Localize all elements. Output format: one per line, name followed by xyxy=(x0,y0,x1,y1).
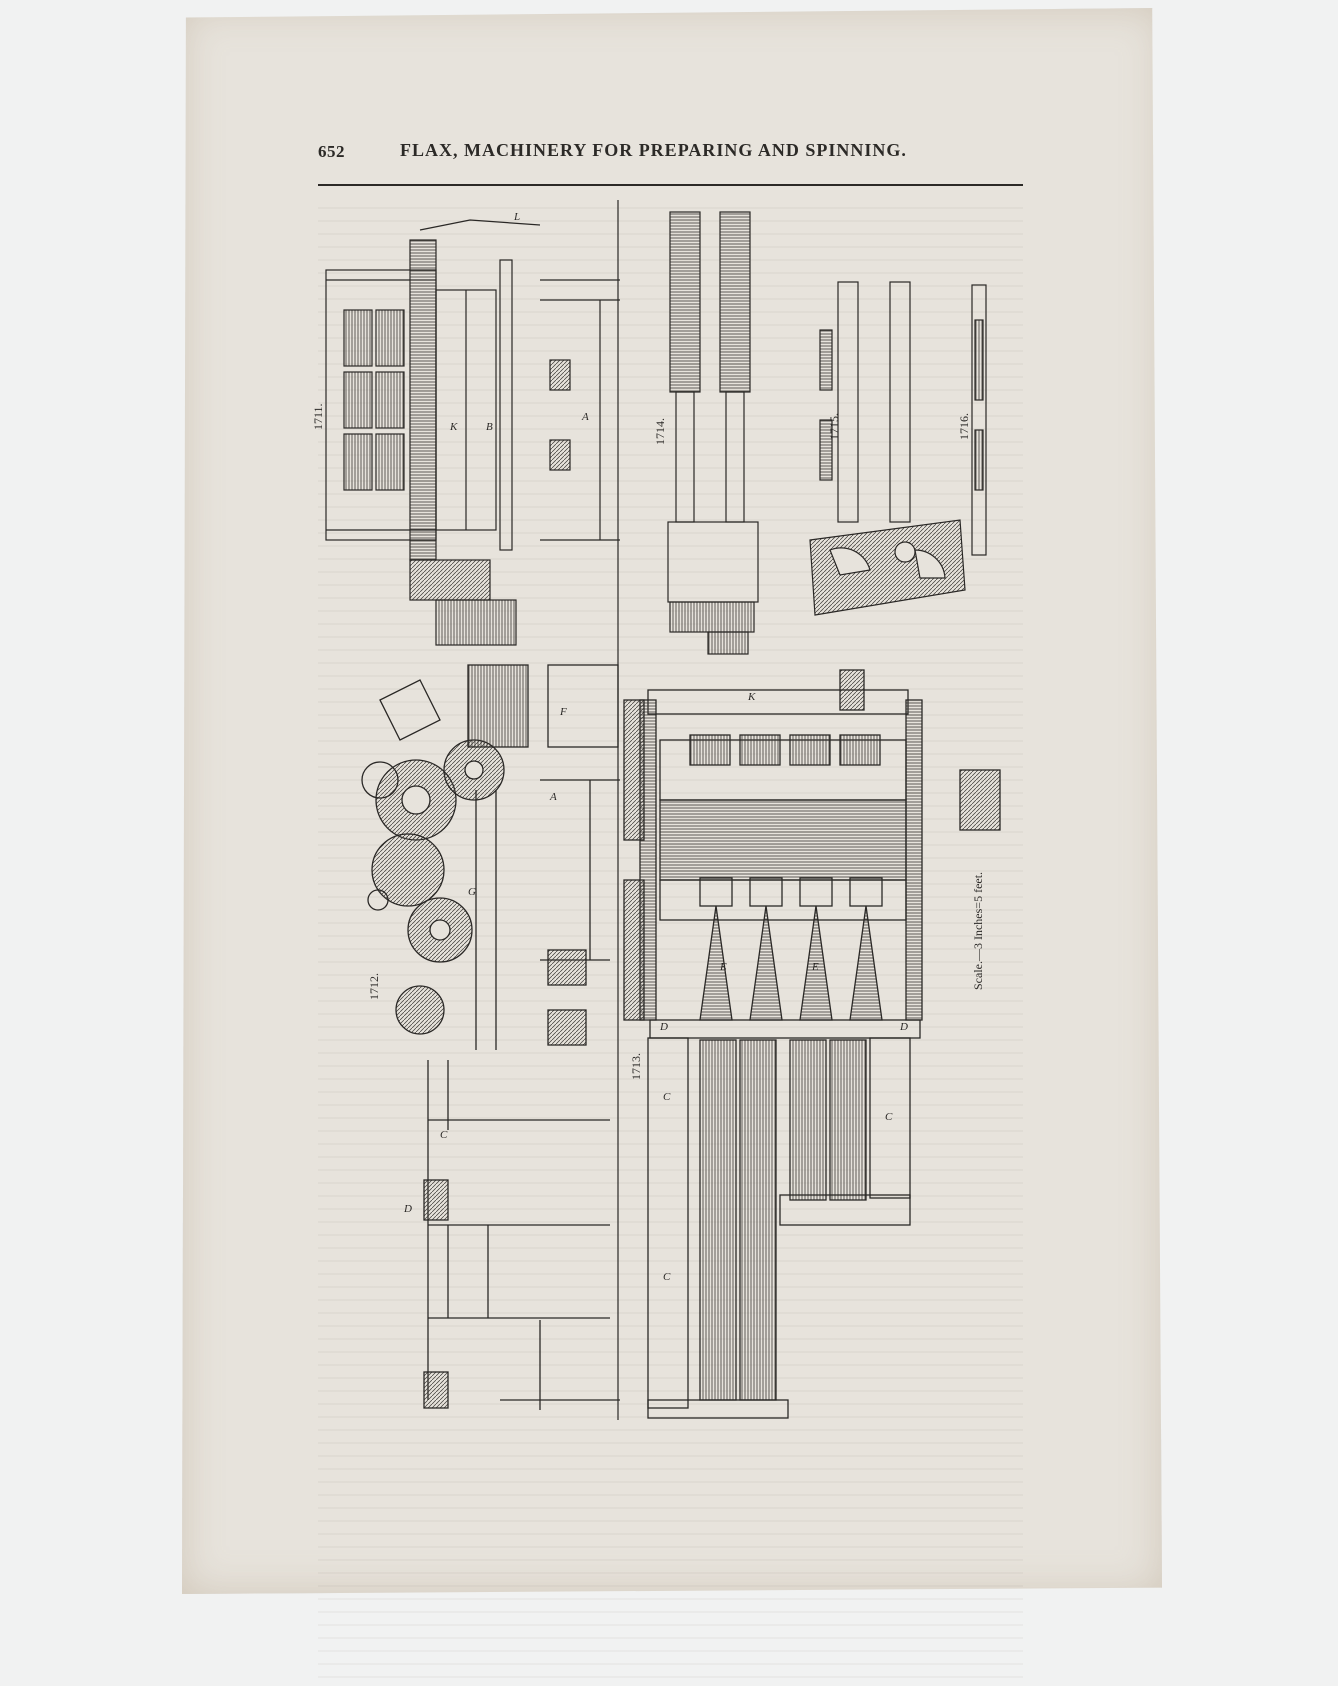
label-A-1711: A xyxy=(581,411,589,423)
label-C-1713-b: C xyxy=(663,1271,671,1283)
figure-1715-label: 1715. xyxy=(827,413,841,440)
figure-1713-label: 1713. xyxy=(629,1053,643,1080)
label-E-1713-a: E xyxy=(719,961,727,973)
figure-1716-label: 1716. xyxy=(957,413,971,440)
label-F-1712: F xyxy=(559,706,567,718)
label-L-1711: L xyxy=(513,211,520,223)
label-K-1713: K xyxy=(747,691,756,703)
figure-1712-label: 1712. xyxy=(367,973,381,1000)
label-K-1711: K xyxy=(449,421,458,433)
label-C-1713-a: C xyxy=(663,1091,671,1103)
running-head-title: FLAX, MACHINERY FOR PREPARING AND SPINNI… xyxy=(400,140,907,160)
label-C-1712: C xyxy=(440,1129,448,1141)
header-rule xyxy=(318,184,1023,186)
figure-1714 xyxy=(667,211,759,655)
page-number: 652 xyxy=(318,142,345,161)
figure-1712 xyxy=(361,664,620,1410)
label-A-1712: A xyxy=(549,791,557,803)
figure-1711-label: 1711. xyxy=(311,403,325,430)
label-D-1713-a: D xyxy=(659,1021,668,1033)
label-E-1713-b: E xyxy=(811,961,819,973)
engraving-plate: 1711. K B A L 1714. 1715. 1716. xyxy=(311,200,1001,1420)
figure-1714-label: 1714. xyxy=(653,418,667,445)
scale-note: Scale.—3 Inches=5 feet. xyxy=(971,872,985,990)
page-header: 652 FLAX, MACHINERY FOR PREPARING AND SP… xyxy=(318,134,1023,174)
figure-1713 xyxy=(623,669,1001,1419)
figure-1716 xyxy=(971,284,987,556)
figure-1711 xyxy=(325,219,620,646)
label-D-1713-b: D xyxy=(899,1021,908,1033)
figure-1715 xyxy=(809,281,966,616)
label-G-1712: G xyxy=(468,886,476,898)
label-C-1713-c: C xyxy=(885,1111,893,1123)
label-B-1711: B xyxy=(486,421,493,433)
label-D-1712: D xyxy=(403,1203,412,1215)
